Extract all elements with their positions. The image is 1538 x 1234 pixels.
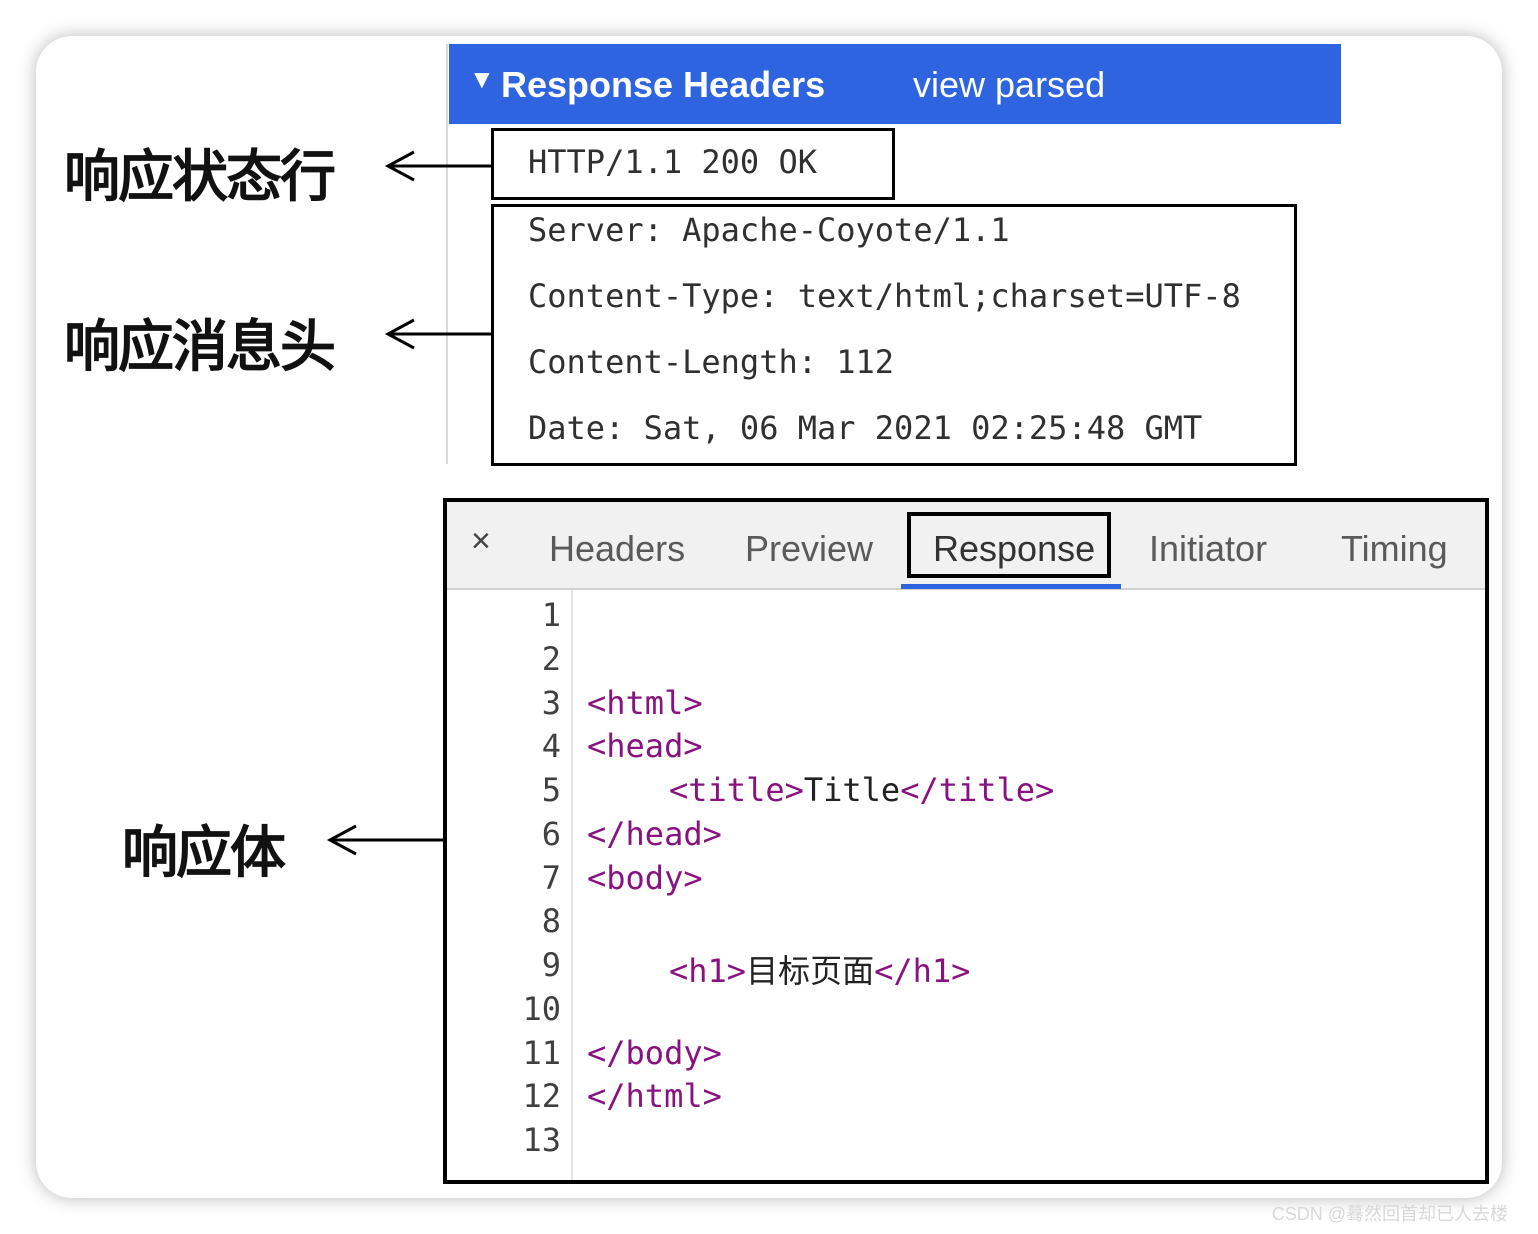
response-headers-bar[interactable]: ▼ Response Headers view parsed xyxy=(449,44,1341,124)
collapse-caret-icon[interactable]: ▼ xyxy=(469,64,495,94)
line-number: 6 xyxy=(541,815,561,853)
line-number: 2 xyxy=(541,640,561,678)
line-number: 10 xyxy=(522,990,561,1028)
headers-box: Server: Apache-Coyote/1.1 Content-Type: … xyxy=(491,204,1297,466)
h1-text: 目标页面 xyxy=(746,952,875,990)
code-line-12: </html> xyxy=(587,1077,722,1115)
line-number: 3 xyxy=(541,684,561,722)
line-number: 1 xyxy=(541,596,561,634)
body-arrow-icon xyxy=(326,824,444,856)
response-headers-title: Response Headers xyxy=(501,64,826,105)
tab-bar: × Headers Preview Response Initiator Tim… xyxy=(447,502,1485,590)
close-icon[interactable]: × xyxy=(471,522,491,560)
line-number: 8 xyxy=(541,902,561,940)
header-line-date: Date: Sat, 06 Mar 2021 02:25:48 GMT xyxy=(528,409,1203,447)
headers-divider xyxy=(446,44,448,464)
code-line-4: <head> xyxy=(587,727,703,765)
code-line-3: <html> xyxy=(587,684,703,722)
tab-preview[interactable]: Preview xyxy=(745,528,874,569)
figure-card: ▼ Response Headers view parsed HTTP/1.1 … xyxy=(36,36,1502,1198)
header-line-content-type: Content-Type: text/html;charset=UTF-8 xyxy=(528,277,1241,315)
line-number: 7 xyxy=(541,859,561,897)
view-parsed-link[interactable]: view parsed xyxy=(913,64,1106,105)
headers-label: 响应消息头 xyxy=(64,315,336,380)
title-open-tag: <title> xyxy=(669,771,804,809)
title-text: Title xyxy=(803,771,901,809)
title-close-tag: </title> xyxy=(900,771,1055,809)
line-number: 12 xyxy=(522,1077,561,1115)
headers-arrow-icon xyxy=(384,318,492,350)
active-tab-underline xyxy=(901,584,1121,589)
tab-timing[interactable]: Timing xyxy=(1341,528,1448,569)
line-number: 4 xyxy=(541,727,561,765)
h1-close-tag: </h1> xyxy=(874,952,971,990)
line-number-gutter: 1 2 3 4 5 6 7 8 9 10 11 12 13 xyxy=(447,590,573,1180)
active-tab-highlight xyxy=(907,512,1111,578)
tab-response[interactable]: Response xyxy=(933,528,1096,569)
watermark: CSDN @蓦然回首却已人去楼 xyxy=(1271,1204,1508,1224)
status-line-box: HTTP/1.1 200 OK xyxy=(491,128,895,200)
status-arrow-icon xyxy=(384,150,492,182)
code-line-5: <title>Title</title> xyxy=(669,771,1054,809)
line-number: 5 xyxy=(541,771,561,809)
line-number: 9 xyxy=(541,946,561,984)
tab-headers[interactable]: Headers xyxy=(549,528,686,569)
code-line-9: <h1>目标页面</h1> xyxy=(669,946,970,992)
status-line-label: 响应状态行 xyxy=(64,145,336,210)
devtools-response-panel: × Headers Preview Response Initiator Tim… xyxy=(443,498,1489,1184)
status-line: HTTP/1.1 200 OK xyxy=(528,143,817,181)
code-line-7: <body> xyxy=(587,859,703,897)
code-line-6: </head> xyxy=(587,815,722,853)
line-number: 11 xyxy=(522,1034,561,1072)
h1-open-tag: <h1> xyxy=(669,952,747,990)
header-line-content-length: Content-Length: 112 xyxy=(528,343,895,381)
tab-initiator[interactable]: Initiator xyxy=(1149,528,1268,569)
header-line-server: Server: Apache-Coyote/1.1 xyxy=(528,211,1010,249)
code-line-11: </body> xyxy=(587,1034,722,1072)
line-number: 13 xyxy=(522,1121,561,1159)
body-label: 响应体 xyxy=(122,821,286,886)
